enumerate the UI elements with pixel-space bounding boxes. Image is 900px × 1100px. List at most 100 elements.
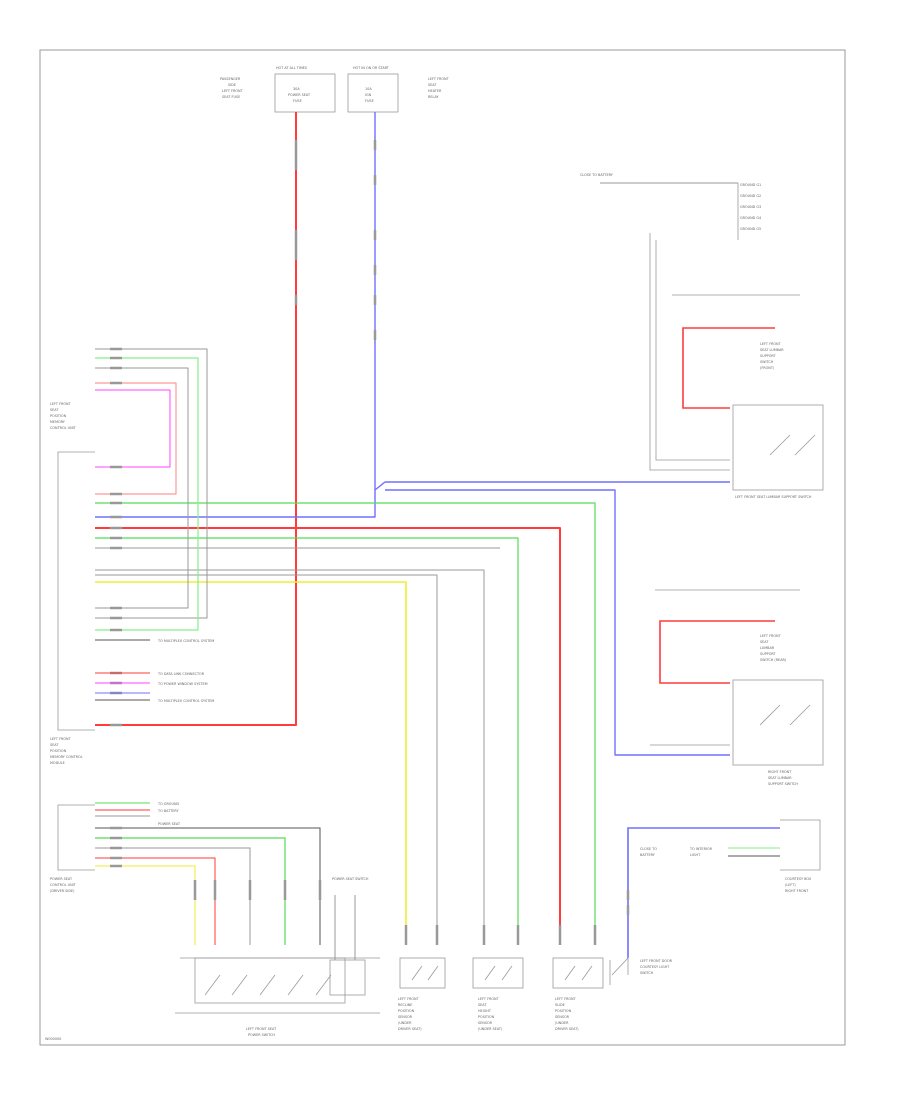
door-switch-label-1: LEFT FRONT DOOR: [640, 959, 673, 963]
top-right-fuse-box-line-1: 10A: [365, 87, 372, 91]
yellow-output-wire: [95, 581, 407, 940]
control-unit-upper-line-4: MEMORY: [50, 420, 66, 424]
red-power-wire: [95, 112, 297, 726]
motor-slide-sensor: LEFT FRONT SLIDE POSITION SENSOR (UNDER …: [552, 957, 604, 1031]
ground-row-2: GROUND G2: [740, 194, 761, 198]
power-seat-title-1: POWER SEAT: [50, 877, 73, 881]
motor-1-line-1: LEFT FRONT: [398, 997, 420, 1001]
motor-3-line-5: (UNDER: [555, 1021, 569, 1025]
ground-row-4: GROUND G4: [740, 216, 761, 220]
top-left-fuse-box-line-3: FUSE: [293, 99, 302, 103]
motor-1-line-4: SENSOR: [398, 1015, 413, 1019]
upper-switch-title-4: SWITCH: [760, 360, 774, 364]
motor-3-line-3: POSITION: [555, 1009, 572, 1013]
top-left-fuse-header: HOT AT ALL TIMES: [276, 66, 307, 70]
top-right-fuse-box-line-3: FUSE: [365, 99, 374, 103]
upper-switch-red-loop: [682, 327, 775, 409]
motor-1-line-3: POSITION: [398, 1009, 415, 1013]
upper-loop-green: [95, 357, 199, 631]
upper-loop-gray: [95, 348, 208, 619]
upper-loop-pink: [95, 382, 177, 495]
control-unit-upper-line-5: CONTROL UNIT: [50, 426, 77, 430]
blue-branch-wire-upper: [374, 481, 730, 491]
ground-row-5: GROUND G5: [740, 227, 761, 231]
lower-switch-title-5: SWITCH (REAR): [760, 658, 787, 662]
control-unit-module: LEFT FRONT SEAT POSITION MEMORY CONTROL …: [50, 402, 95, 765]
ground-block-title: CLOSE TO BATTERY: [580, 173, 614, 177]
power-seat-control-block: TO GROUND TO BATTERY POWER SEAT POWER SE…: [50, 802, 380, 1037]
top-left-fuse-side-line-4: SEAT FUSE: [222, 95, 240, 99]
top-left-fuse-box-line-2: POWER SEAT: [288, 93, 311, 97]
control-unit-note-3: TO POWER WINDOW SYSTEM: [157, 682, 208, 686]
door-switch-right-2: (LEFT): [785, 883, 796, 887]
upper-switch-bottom-label: LEFT FRONT SEAT LUMBAR SUPPORT SWITCH: [735, 495, 812, 499]
control-unit-lower-line-3: POSITION: [50, 749, 67, 753]
top-right-fuse-box: [347, 73, 399, 113]
upper-switch-title-1: LEFT FRONT: [760, 342, 782, 346]
control-unit-upper-line-2: SEAT: [50, 408, 59, 412]
lower-switch-bottom-3: SUPPORT SWITCH: [768, 782, 798, 786]
lower-switch-bottom-1: RIGHT FRONT: [768, 770, 792, 774]
motor-3-line-4: SENSOR: [555, 1015, 570, 1019]
motor-2-line-1: LEFT FRONT: [478, 997, 500, 1001]
lower-switch-title-3: LUMBAR: [760, 646, 775, 650]
red-output-wire: [95, 527, 561, 940]
door-switch-right-3: RIGHT FRONT: [785, 889, 809, 893]
motor-2-line-2: SEAT: [478, 1003, 487, 1007]
top-left-fuse-box-line-1: 30A: [293, 87, 300, 91]
gray-output-wire-3: [95, 574, 438, 940]
door-switch-left-2: BATTERY: [640, 853, 656, 857]
power-seat-title-2: CONTROL UNIT: [50, 883, 77, 887]
ground-row-3: GROUND G3: [740, 205, 761, 209]
power-seat-note-3: POWER SEAT: [158, 822, 181, 826]
door-switch-note-1: TO INTERIOR: [689, 847, 713, 851]
motor-1-line-5: (UNDER: [398, 1021, 412, 1025]
power-seat-note-2: TO BATTERY: [157, 809, 180, 813]
power-seat-bottom-2: POWER SWITCH: [248, 1033, 275, 1037]
top-right-fuse-side-line-4: RELAY: [428, 95, 440, 99]
motor-3-line-2: SLIDE: [555, 1003, 565, 1007]
green-output-wire-2: [95, 537, 519, 940]
lower-switch-title-4: SUPPORT: [760, 652, 777, 656]
door-switch-note-2: LIGHT: [690, 853, 701, 857]
lower-switch-red-loop: [659, 620, 775, 684]
upper-switch-title-3: SUPPORT: [760, 354, 777, 358]
motor-1-line-2: RECLINE: [398, 1003, 412, 1007]
control-unit-note-1: TO MULTIPLEX CONTROL SYSTEM: [157, 639, 214, 643]
ground-block-top-right: CLOSE TO BATTERY GROUND G1 GROUND G2 GRO…: [580, 173, 761, 471]
control-unit-upper-line-1: LEFT FRONT: [50, 402, 72, 406]
lower-switch-title-1: LEFT FRONT: [760, 634, 782, 638]
top-left-fuse-side-line-3: LEFT FRONT: [222, 89, 244, 93]
power-seat-title-3: (DRIVER SIDE): [50, 889, 75, 893]
top-right-fuse-header: HOT IN ON OR START: [353, 66, 390, 70]
door-switch-label-3: SWITCH: [640, 971, 654, 975]
lower-switch-title-2: SEAT: [760, 640, 769, 644]
control-unit-lower-line-2: SEAT: [50, 743, 59, 747]
green-output-wire-1: [95, 502, 596, 940]
motor-2-line-6: (UNDER SEAT): [478, 1027, 503, 1031]
control-unit-pin-stubs: [110, 347, 122, 727]
power-seat-connector-label: POWER SEAT SWITCH: [332, 877, 369, 881]
motor-3-line-6: DRIVER SEAT): [555, 1027, 579, 1031]
gray-output-wire-2: [95, 569, 485, 940]
motor-connector-stubs: [404, 925, 597, 945]
top-right-fuse-box-line-2: IGN: [365, 93, 372, 97]
top-right-fuse-side-line-3: HEATER: [428, 89, 442, 93]
blue-branch-wire-lower: [385, 489, 730, 756]
lumbar-switch-lower: LEFT FRONT SEAT LUMBAR SUPPORT SWITCH (R…: [650, 589, 824, 786]
control-unit-note-lines: [95, 639, 150, 701]
control-unit-lower-line-1: LEFT FRONT: [50, 737, 72, 741]
motor-2-line-3: HEIGHT: [478, 1009, 492, 1013]
door-switch-left-1: CLOSE TO: [640, 847, 657, 851]
lower-switch-bottom-2: SEAT LUMBAR: [768, 776, 792, 780]
lumbar-switch-upper: LEFT FRONT SEAT LUMBAR SUPPORT SWITCH (F…: [672, 294, 824, 499]
motor-2-line-5: SENSOR: [478, 1021, 493, 1025]
upper-switch-title-2: SEAT LUMBAR: [760, 348, 784, 352]
door-courtesy-switch: CLOSE TO BATTERY TO INTERIOR LIGHT COURT…: [609, 819, 821, 985]
door-switch-label-2: COURTESY LIGHT: [640, 965, 670, 969]
upper-loop-gray-2: [95, 367, 189, 609]
upper-loop-magenta: [95, 389, 171, 468]
top-right-fuse-side-line-2: SEAT: [428, 83, 437, 87]
door-switch-right-1: COURTESY BOX: [785, 877, 812, 881]
